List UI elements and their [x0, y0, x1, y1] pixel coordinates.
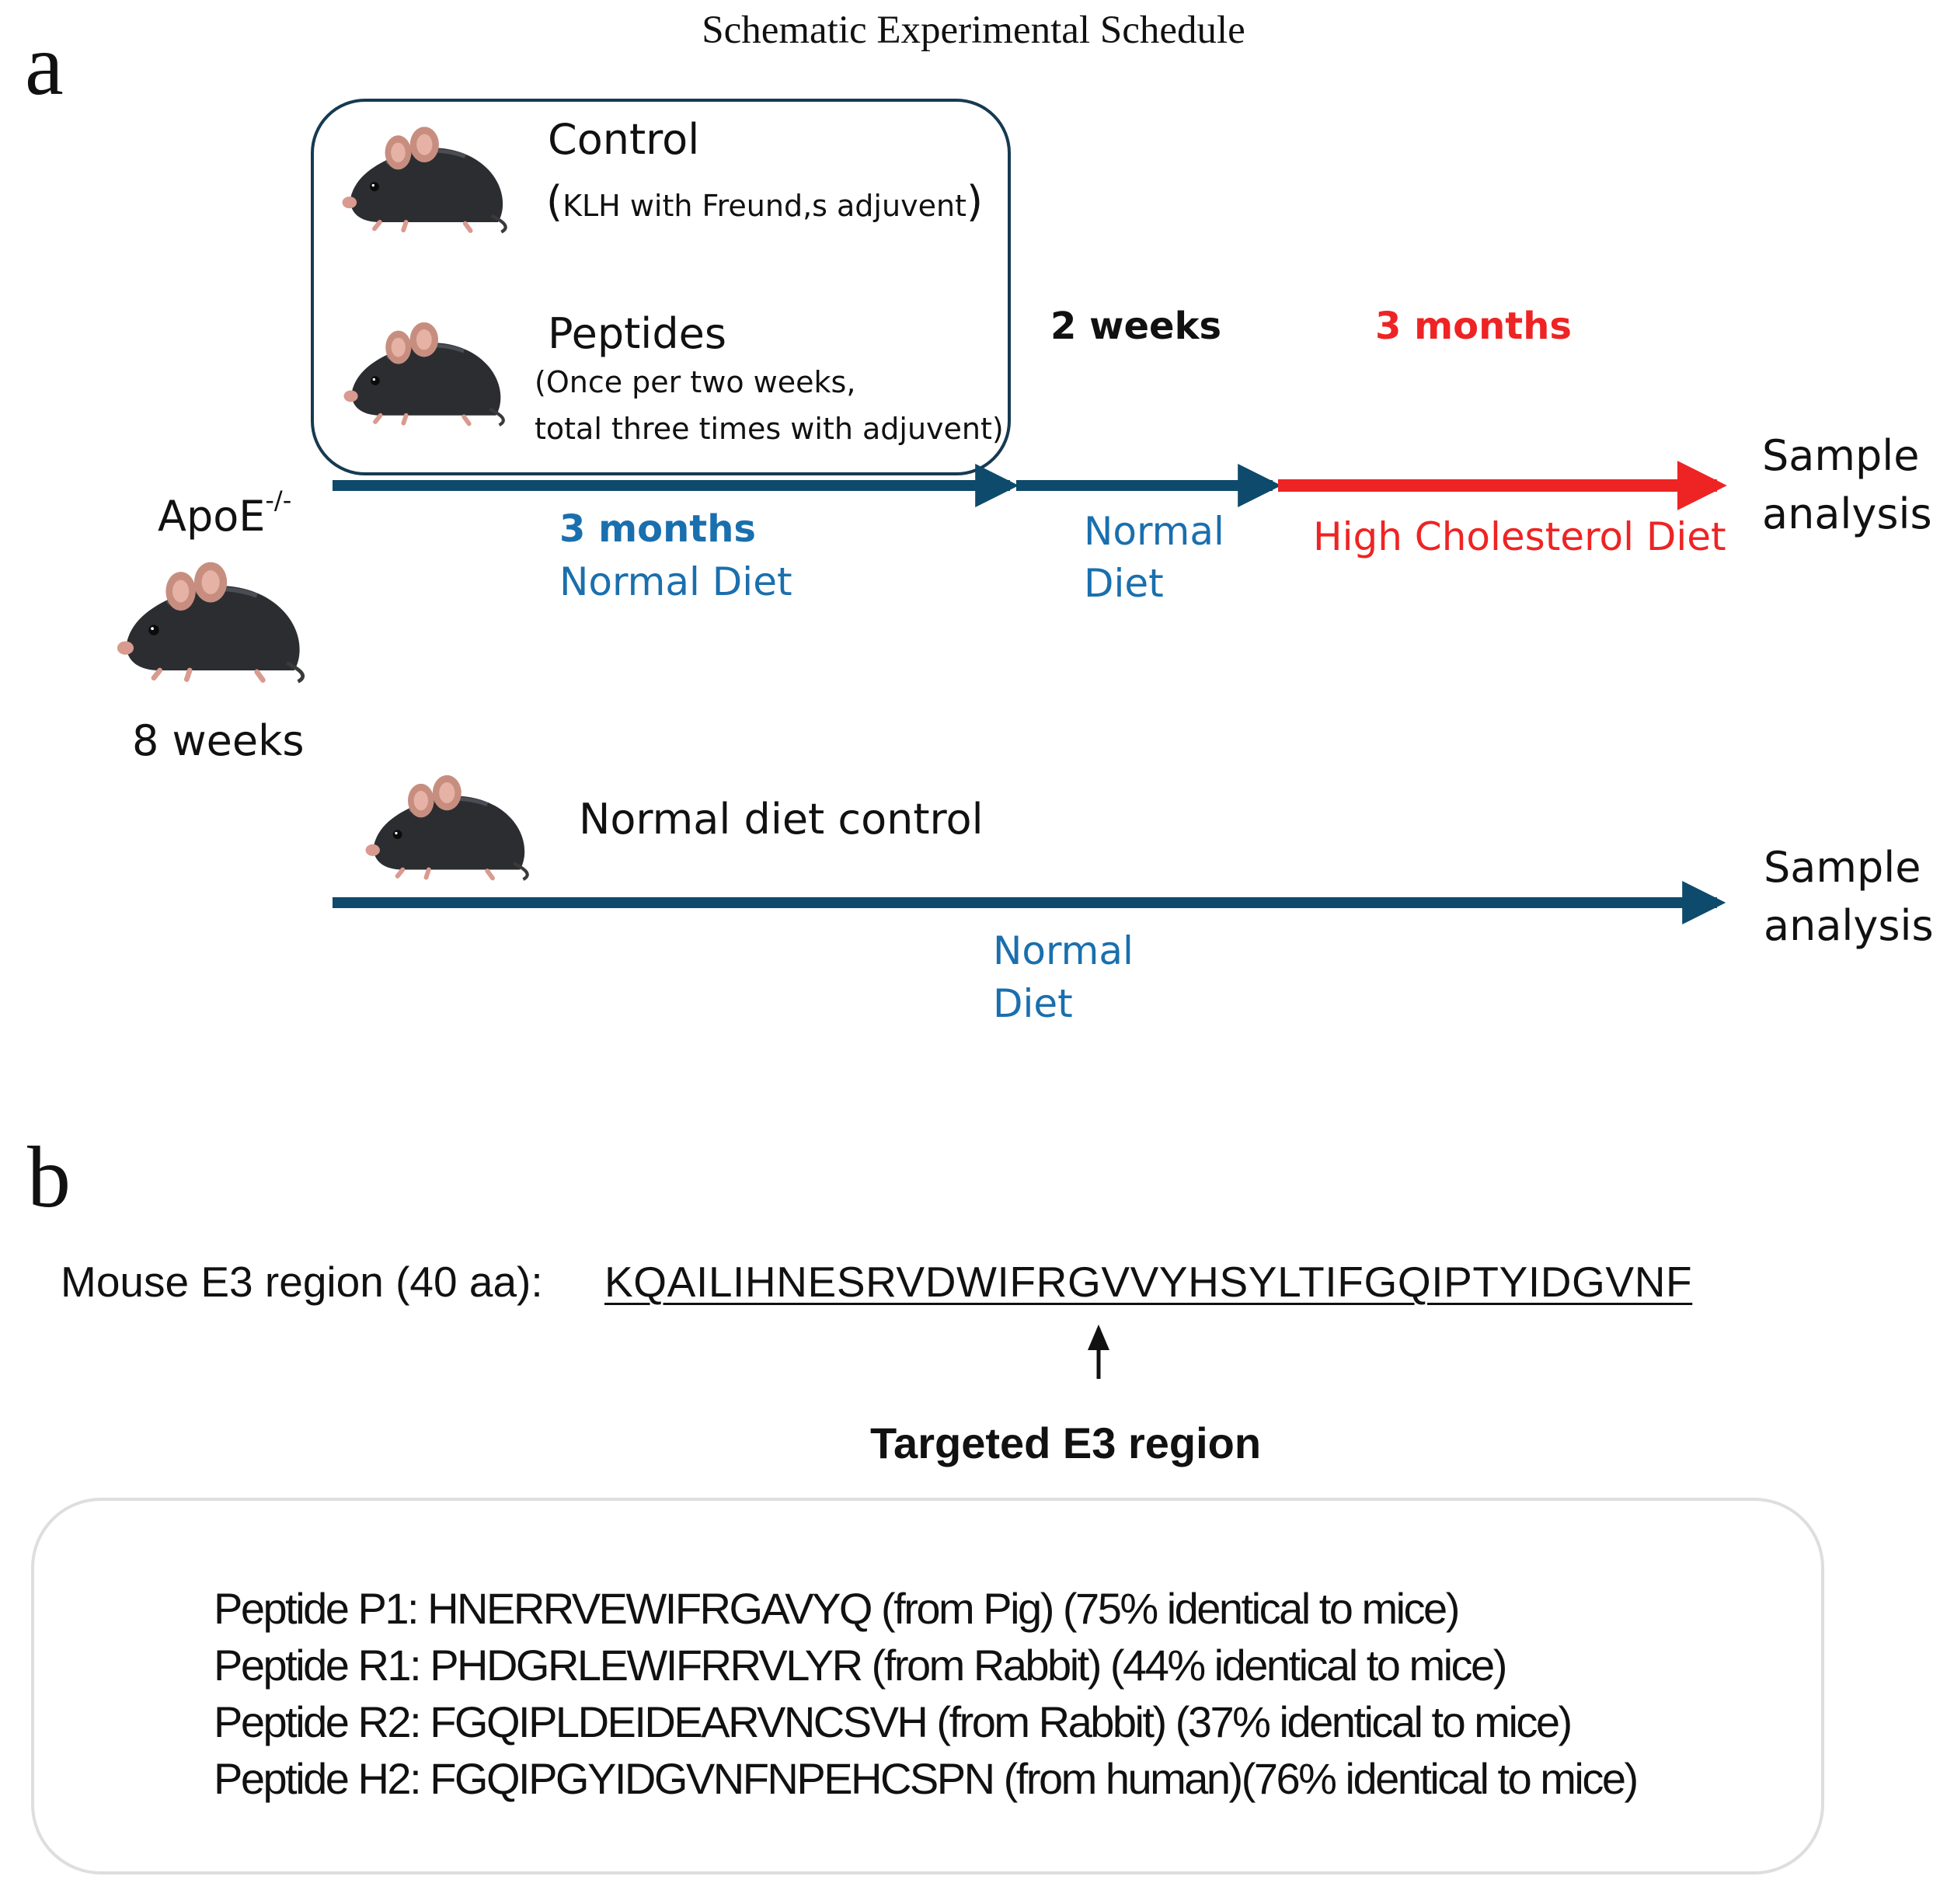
phase2-diet-line2: Diet [1084, 561, 1164, 606]
peptide-p1: Peptide P1: HNERRVEWIFRGAVYQ (from Pig) … [214, 1584, 1460, 1633]
normal-control-endpoint-line1: Sample [1764, 843, 1921, 892]
start-age-label: 8 weeks [132, 716, 305, 765]
normal-control-endpoint-line2: analysis [1764, 901, 1934, 950]
peptide-r2: Peptide R2: FGQIPLDEIDEARVNCSVH (from Ra… [214, 1697, 1573, 1746]
control-group-label: Control [548, 115, 700, 164]
panel-a-letter: a [25, 17, 64, 113]
treatment-groups-box [311, 99, 1011, 475]
normal-control-diet-line2: Diet [993, 981, 1073, 1026]
phase2-duration: 2 weeks [1050, 305, 1222, 348]
normal-control-mouse-image [364, 771, 533, 883]
peptides-group-detail-line2: total three times with adjuvent) [535, 412, 1004, 446]
region-label: Mouse E3 region (40 aa): [61, 1258, 543, 1306]
start-mouse-image [115, 558, 309, 686]
peptide-list-box [31, 1498, 1824, 1874]
strain-label: ApoE-/- [158, 486, 292, 541]
panel-b-letter: b [27, 1130, 71, 1226]
target-arrow-head [1088, 1324, 1109, 1350]
region-sequence: KQAILIHNESRVDWIFRGVVYHSYLTIFGQIPTYIDGVNF [604, 1258, 1693, 1306]
figure-title: Schematic Experimental Schedule [702, 9, 1245, 52]
normal-control-diet-line1: Normal [993, 928, 1134, 973]
phase3-diet: High Cholesterol Diet [1313, 514, 1726, 559]
peptides-group-label: Peptides [548, 309, 726, 358]
endpoint-line1: Sample [1762, 431, 1920, 480]
phase2-diet-line1: Normal [1084, 509, 1224, 554]
phase1-diet: Normal Diet [559, 559, 792, 604]
normal-control-label: Normal diet control [579, 795, 984, 844]
endpoint-line2: analysis [1762, 489, 1932, 538]
phase1-duration: 3 months [559, 507, 756, 551]
control-group-detail: (KLH with Freund,s adjuvent) [546, 177, 984, 226]
peptide-r1: Peptide R1: PHDGRLEWIFRRVLYR (from Rabbi… [214, 1641, 1507, 1690]
phase3-duration: 3 months [1375, 305, 1572, 348]
peptide-h2: Peptide H2: FGQIPGYIDGVNFNPEHCSPN (from … [214, 1754, 1639, 1803]
peptides-group-detail-line1: (Once per two weeks, [535, 365, 856, 399]
target-label: Targeted E3 region [870, 1418, 1262, 1467]
